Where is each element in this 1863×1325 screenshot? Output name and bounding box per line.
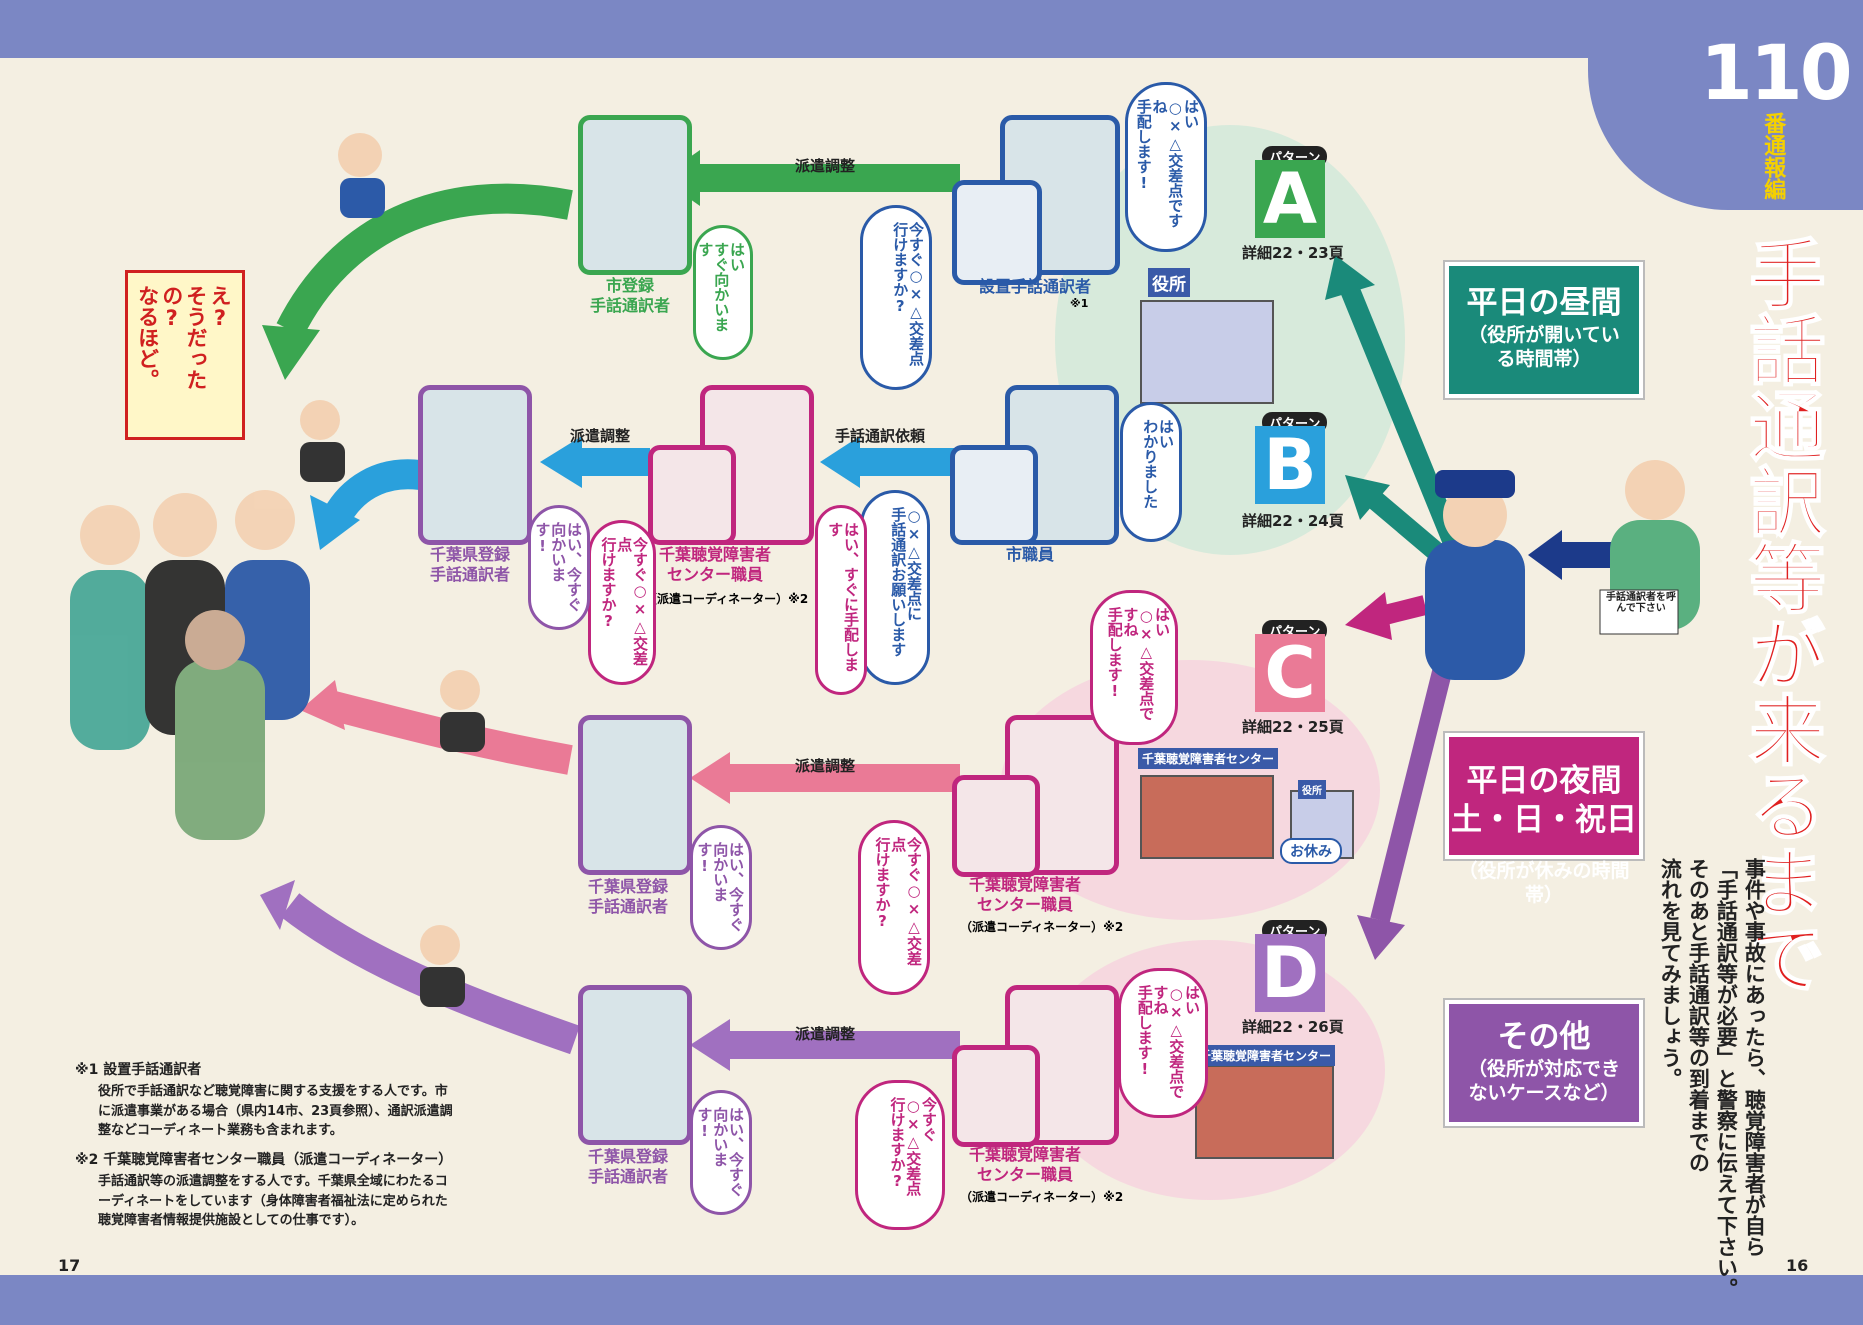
label-installed-interpreter: 設置手話通訳者 (978, 277, 1091, 296)
footnote-1-body: 役所で手話通訳など聴覚障害に関する支援をする人です。市に派遣事業がある場合（県内… (98, 1084, 453, 1138)
intro-line-4: 流れを見てみましょう。 (1658, 858, 1683, 1089)
arrow-b-curve (321, 459, 422, 528)
label-center-staff-d: 千葉聴覚障害者 センター職員 (968, 1145, 1081, 1184)
note-coord-b: （派遣コーディネーター）※2 (645, 592, 809, 606)
bubble-d-receiver: はい、今すぐ 向かいます! (690, 1090, 752, 1215)
label-center-staff-b: 千葉聴覚障害者 センター職員 (658, 545, 771, 584)
caller-sign: 手話通訳者を呼んで下さい (1606, 592, 1676, 614)
bubble-a-sender: はい ○×△交差点ですね 手配します! (1125, 82, 1207, 252)
city-office-label: 役所 (1148, 268, 1190, 297)
bubble-c-coord-reply: はい ○×△交差点ですね 手配します! (1090, 590, 1178, 745)
pattern-c-ref: 詳細22・25頁 (1242, 718, 1344, 736)
bubble-a-request: 今すぐ○×△交差点 行けますか? (860, 205, 932, 390)
pattern-d-ref: 詳細22・26頁 (1242, 1018, 1344, 1036)
footnote-2-title: ※2 千葉聴覚障害者センター職員（派遣コーディネーター） (75, 1152, 453, 1168)
portrait-city-interpreter (578, 115, 692, 275)
city-office-building (1140, 300, 1274, 404)
timebox-other: その他 （役所が対応できないケースなど） (1445, 1000, 1643, 1126)
pattern-c-letter: C (1255, 634, 1325, 712)
timebox-night-holiday: 平日の夜間 土・日・祝日 （役所が休みの時間帯） (1445, 733, 1643, 906)
closed-badge: お休み (1280, 838, 1342, 864)
runner-d (420, 925, 460, 965)
runner-b (300, 400, 340, 440)
arrow-to-b (1368, 492, 1447, 563)
scene-group (70, 490, 310, 840)
flow-label-a: 派遣調整 (795, 157, 856, 175)
center-label-d: 千葉聴覚障害者センター (1195, 1045, 1336, 1066)
arrow-to-d (1370, 637, 1460, 923)
top-band (0, 0, 1863, 58)
bubble-b-coord-request: 今すぐ○×△交差点 行けますか? (588, 520, 656, 685)
page-title: 手話通訳等が来るまで (1736, 234, 1827, 996)
note-coord-d: （派遣コーディネーター）※2 (960, 1190, 1124, 1204)
badge-number: 110 (1700, 28, 1853, 117)
timebox-sub: （役所が対応できないケースなど） (1467, 1057, 1620, 1105)
portrait-installed-caller (952, 180, 1042, 285)
portrait-pref-interpreter-d (578, 985, 692, 1145)
intro-line-1: 事件や事故にあったら、聴覚障害者が自ら (1742, 858, 1767, 1257)
page-number-left: 17 (58, 1256, 81, 1275)
badge-suffix: 番通報編 (1760, 112, 1786, 200)
arrow-a-curve (276, 183, 573, 337)
label-city-staff: 市職員 (1005, 545, 1054, 564)
pattern-a-ref: 詳細22・23頁 (1242, 244, 1344, 262)
footnote-2-body: 手話通訳等の派遣調整をする人です。千葉県全域にわたるコーディネートをしています（… (98, 1174, 448, 1228)
scene-bubble: え? そうだったの? なるほど。 (125, 270, 245, 440)
arrow-d-curve (280, 893, 580, 1055)
center-label-c: 千葉聴覚障害者センター (1138, 748, 1279, 769)
bottom-band (0, 1275, 1863, 1325)
portrait-center-staff-c-2 (952, 775, 1040, 877)
bubble-b-caller-reply: はい わかりました (1120, 402, 1182, 542)
intro-line-2: 「手話通訳等が必要」と警察に伝えて下さい。 (1714, 858, 1739, 1299)
bubble-d-coord-reply: はい ○×△交差点ですね 手配します! (1118, 968, 1208, 1118)
timebox-weekday-day: 平日の昼間 （役所が開いている時間帯） (1445, 262, 1643, 398)
pattern-a-letter: A (1255, 160, 1325, 238)
center-building-c (1140, 775, 1274, 859)
bubble-c-receiver: はい、今すぐ 向かいます! (690, 825, 752, 950)
portrait-city-staff-2 (950, 445, 1038, 545)
bubble-b-receiver: はい、今すぐ 向かいます! (528, 505, 590, 630)
pattern-b-ref: 詳細22・24頁 (1242, 512, 1344, 530)
center-building-d (1195, 1065, 1334, 1159)
label-pref-interpreter-b: 千葉県登録 手話通訳者 (429, 545, 510, 584)
flow-label-d: 派遣調整 (795, 1025, 856, 1043)
label-center-staff-c: 千葉聴覚障害者 センター職員 (968, 875, 1081, 914)
pattern-b-letter: B (1255, 426, 1325, 504)
runner-c (440, 670, 480, 710)
arrow-to-c (1382, 595, 1428, 625)
bubble-d-coord-request: 今すぐ ○×△交差点 行けますか? (855, 1080, 945, 1230)
note-mark-1: ※1 (1070, 297, 1089, 310)
portrait-pref-interpreter-b (418, 385, 532, 545)
portrait-pref-interpreter-c (578, 715, 692, 875)
intro-line-3: そのあと手話通訳等の到着までの (1686, 858, 1711, 1173)
note-coord-c: （派遣コーディネーター）※2 (960, 920, 1124, 934)
arrow-to-a (1340, 286, 1470, 564)
pattern-d-letter: D (1255, 934, 1325, 1012)
flow-label-b2: 派遣調整 (570, 427, 631, 445)
portrait-center-staff-d-2 (952, 1045, 1040, 1147)
bubble-b-coord-reply: はい、すぐに手配します (815, 505, 867, 695)
flow-label-b1: 手話通訳依頼 (835, 427, 926, 445)
bubble-a-receiver: はい すぐ向かいます (693, 225, 753, 360)
timebox-title: 平日の昼間 (1466, 285, 1622, 321)
timebox-title: その他 (1497, 1019, 1591, 1055)
bubble-c-coord-request: 今すぐ○×△交差点 行けますか? (858, 820, 930, 995)
timebox-title: 平日の夜間 土・日・祝日 (1451, 763, 1637, 838)
timebox-sub: （役所が休みの時間帯） (1458, 859, 1630, 907)
office-label-c: 役所 (1298, 780, 1326, 799)
arrow-c-curve (326, 690, 573, 775)
footnote-1-title: ※1 設置手話通訳者 (75, 1062, 202, 1078)
bubble-b-caller-request: ○×△交差点に 手話通訳お願いします (860, 490, 930, 685)
label-pref-interpreter-d: 千葉県登録 手話通訳者 (587, 1147, 668, 1186)
label-pref-interpreter-c: 千葉県登録 手話通訳者 (587, 877, 668, 916)
portrait-center-staff-b-2 (648, 445, 736, 545)
caller-person (1599, 460, 1700, 635)
runner-a (338, 133, 382, 177)
label-city-interpreter: 市登録 手話通訳者 (589, 276, 670, 315)
timebox-sub: （役所が開いている時間帯） (1468, 323, 1620, 371)
flow-label-c: 派遣調整 (795, 757, 856, 775)
page-number-right: 16 (1786, 1256, 1809, 1275)
police-officer (1425, 470, 1525, 680)
